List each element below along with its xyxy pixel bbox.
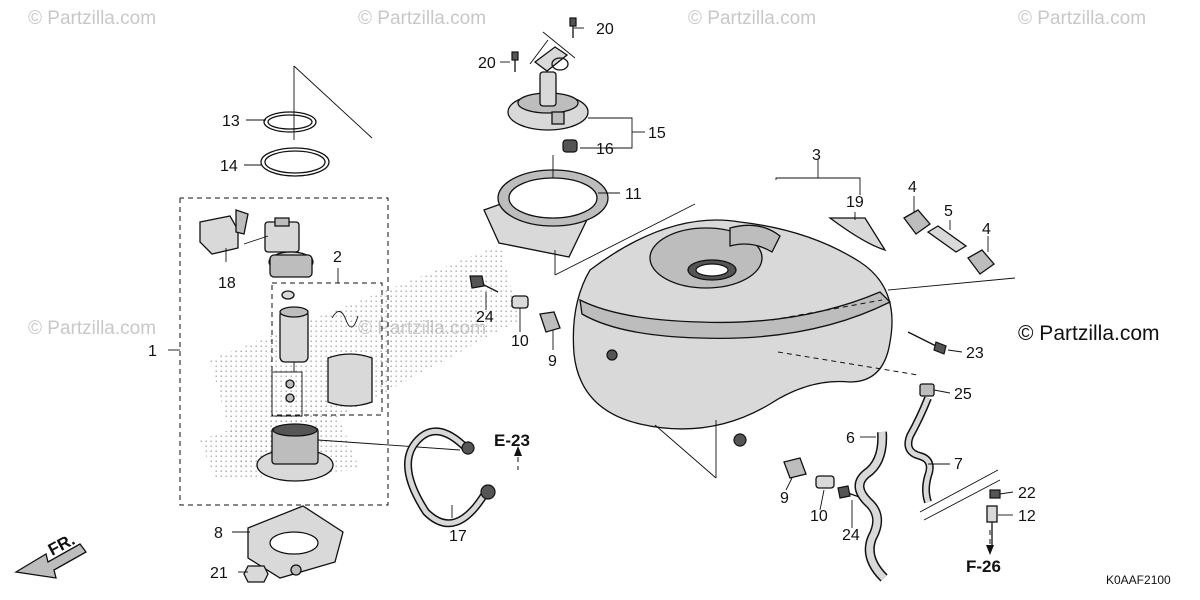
watermark: © Partzilla.com [28, 318, 156, 339]
callout-label: 14 [220, 158, 238, 175]
callout-label: 19 [846, 194, 864, 211]
front-direction-arrow: FR. [14, 530, 87, 579]
connector-part [199, 209, 314, 278]
collar-10 [511, 295, 529, 309]
pump-base [256, 423, 461, 482]
fuel-cap-assembly [507, 31, 589, 131]
pump-ring-14 [260, 147, 330, 177]
callout-label: 18 [218, 275, 236, 292]
callout-label: 4 [982, 221, 991, 238]
reference-arrows [514, 446, 994, 555]
callout-label: 11 [625, 186, 642, 203]
grommet-9 [783, 457, 807, 479]
callout-label: 24 [476, 309, 494, 326]
rubber-mount-4 [903, 209, 931, 235]
callout-label: 24 [842, 527, 860, 544]
callout-label: 9 [548, 353, 557, 370]
hose-7 [904, 396, 934, 504]
joint-12 [986, 505, 998, 548]
grommet-16 [562, 139, 578, 153]
watermark: © Partzilla.com [1018, 8, 1146, 29]
hose-17 [404, 427, 496, 528]
rubber-mount-4 [967, 249, 995, 275]
clip-22 [989, 489, 1001, 499]
callout-label: 20 [596, 21, 614, 38]
callout-label: 2 [333, 249, 342, 266]
callout-label: 5 [944, 203, 953, 220]
watermark: © Partzilla.com [358, 8, 486, 29]
callout-label: 23 [966, 345, 984, 362]
fuel-pump-assembly [168, 197, 461, 506]
callout-label: 8 [214, 525, 223, 542]
bolt-23 [907, 331, 947, 355]
hose-6 [854, 431, 888, 582]
diagram-code: K0AAF2100 [1106, 573, 1171, 587]
reference-e23: E-23 [494, 431, 530, 450]
clip-25 [919, 383, 935, 397]
callout-label: 12 [1018, 508, 1036, 525]
bolt-20 [569, 17, 577, 38]
pump-ring-13 [263, 111, 317, 133]
callout-label: 3 [812, 147, 821, 164]
bolt-24 [469, 275, 499, 293]
callout-label: 10 [511, 333, 529, 350]
nut-21 [243, 565, 269, 583]
base-gasket [247, 505, 344, 579]
callout-label: 17 [449, 528, 467, 545]
callout-numbers: 1 2 3 4 4 5 6 7 8 9 9 10 10 11 12 13 14 … [148, 21, 1036, 582]
watermark: © Partzilla.com [28, 8, 156, 29]
filler-packing [483, 155, 696, 276]
bolt-20 [511, 51, 519, 72]
callout-label: 4 [908, 179, 917, 196]
collar-5 [926, 225, 968, 253]
callout-label: 21 [210, 565, 228, 582]
callout-label: 13 [222, 113, 240, 130]
callout-label: 1 [148, 343, 157, 360]
collar-10 [815, 475, 835, 489]
watermark: © Partzilla.com [688, 8, 816, 29]
grommet-9 [539, 311, 561, 333]
callout-label: 7 [954, 456, 963, 473]
callout-label: 22 [1018, 485, 1036, 502]
fuel-tank [572, 219, 1016, 479]
callout-label: 10 [810, 508, 828, 525]
brand-label: © Partzilla.com [1018, 322, 1160, 345]
callout-label: 6 [846, 430, 855, 447]
callout-label: 25 [954, 386, 972, 403]
callout-label: 20 [478, 55, 496, 72]
tank-decal-19 [828, 217, 887, 252]
pump-part [271, 290, 373, 417]
reference-f26: F-26 [966, 557, 1001, 576]
leader-lines [225, 27, 1014, 573]
callout-label: 15 [648, 125, 666, 142]
callout-label: 9 [780, 490, 789, 507]
callout-label: 16 [596, 141, 614, 158]
